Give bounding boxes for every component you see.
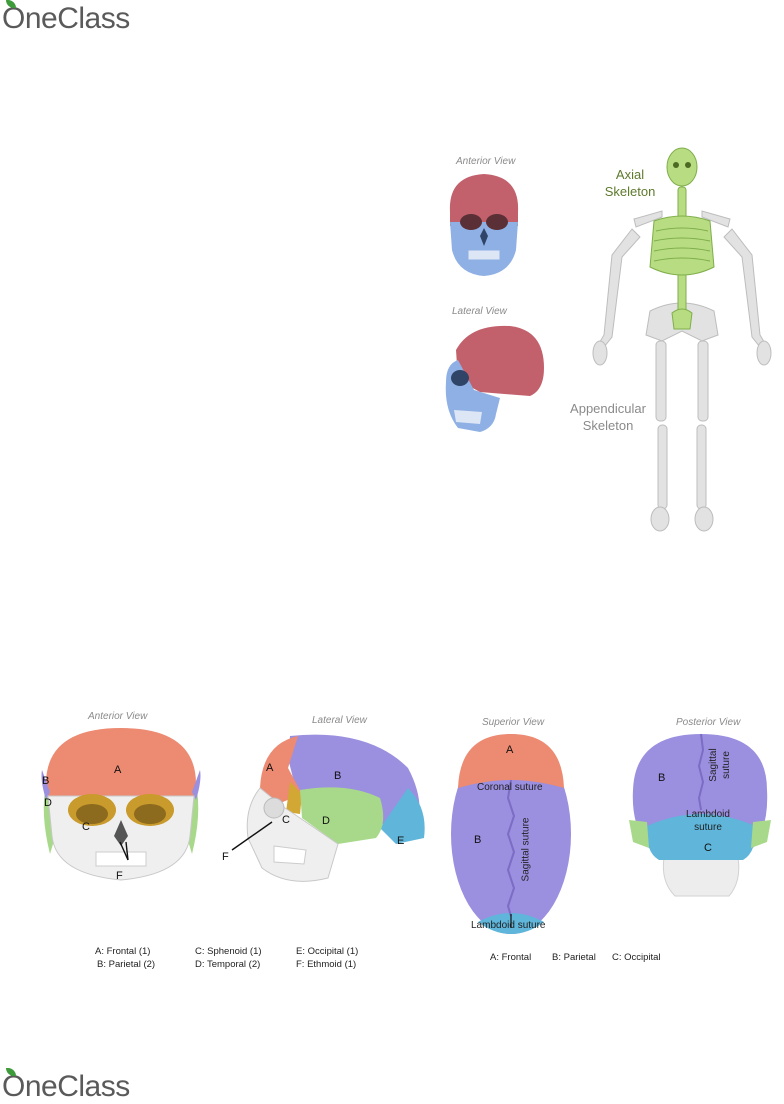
caption-occipital: E: Occipital (1) (296, 946, 359, 957)
fig1-lateral-skull (445, 325, 544, 432)
leaf-icon (6, 1068, 16, 1076)
ant-letter-c: C (82, 821, 90, 833)
fig2-superior-skull (451, 734, 571, 934)
caption-temporal: D: Temporal (2) (195, 959, 261, 970)
footer-logo: OneClass (2, 1068, 130, 1104)
superior-lambdoid-label: Lambdoid suture (471, 920, 546, 931)
posterior-lambdoid-label-1: Lambdoid (686, 809, 730, 820)
coronal-suture-label: Coronal suture (477, 782, 543, 793)
ant-letter-b: B (42, 775, 50, 787)
caption-col-2: C: Sphenoid (1) D: Temporal (2) (195, 945, 262, 971)
fig2-posterior-skull (629, 733, 771, 897)
header-brand: OneClass (2, 2, 130, 35)
caption-col-1: A: Frontal (1) B: Parietal (2) (95, 945, 155, 971)
fig1-appendicular-label-2: Skeleton (582, 418, 634, 433)
fig2-posterior-label: Posterior View (676, 717, 741, 728)
fig1-skeleton (592, 147, 772, 532)
caption-col-3: E: Occipital (1) F: Ethmoid (1) (296, 945, 358, 971)
lat-letter-b: B (334, 770, 342, 782)
superior-caption-occipital: C: Occipital (612, 952, 661, 963)
lat-letter-e: E (397, 835, 405, 847)
fig1-appendicular-label: Appendicular Skeleton (560, 400, 656, 434)
fig1-axial-label-1: Axial (615, 167, 645, 182)
superior-caption-parietal: B: Parietal (552, 952, 596, 963)
fig1-appendicular-label-1: Appendicular (570, 401, 646, 416)
ant-letter-f: F (116, 870, 123, 882)
post-letter-c: C (704, 842, 712, 854)
fig2-anterior-label: Anterior View (88, 711, 148, 722)
fig1-anterior-skull (449, 174, 519, 276)
posterior-sagittal-label-2: suture (721, 751, 732, 779)
fig2-superior-label: Superior View (482, 717, 545, 728)
fig2-anterior-skull (41, 728, 201, 881)
lat-letter-c: C (282, 814, 290, 826)
lat-letter-d: D (322, 815, 330, 827)
fig2-lateral-label: Lateral View (312, 715, 367, 726)
fig1-lateral-label: Lateral View (452, 306, 507, 317)
caption-frontal: A: Frontal (1) (95, 946, 151, 957)
footer-brand: OneClass (2, 1070, 130, 1103)
header-logo: OneClass (2, 0, 130, 36)
fig1-anterior-label: Anterior View (456, 156, 516, 167)
leaf-icon (6, 0, 16, 8)
ant-letter-a: A (114, 764, 122, 776)
caption-sphenoid: C: Sphenoid (1) (195, 946, 262, 957)
fig1-axial-label-2: Skeleton (604, 184, 656, 199)
fig2-lateral-skull (231, 734, 425, 882)
posterior-sagittal-label: Sagittal suture (707, 745, 733, 785)
caption-ethmoid: F: Ethmoid (1) (296, 959, 357, 970)
sup-letter-a: A (506, 744, 514, 756)
posterior-lambdoid-label-2: suture (694, 822, 722, 833)
posterior-lambdoid-label: Lambdoid suture (680, 808, 736, 834)
sup-letter-b: B (474, 834, 482, 846)
lat-letter-a: A (266, 762, 274, 774)
post-letter-b: B (658, 772, 666, 784)
superior-caption-frontal: A: Frontal (490, 952, 532, 963)
superior-sagittal-label: Sagittal suture (520, 817, 532, 882)
caption-parietal: B: Parietal (2) (97, 959, 156, 970)
fig1-axial-label: Axial Skeleton (598, 166, 662, 200)
posterior-sagittal-label-1: Sagittal (708, 748, 719, 782)
lat-letter-f: F (222, 851, 229, 863)
ant-letter-d: D (44, 797, 52, 809)
